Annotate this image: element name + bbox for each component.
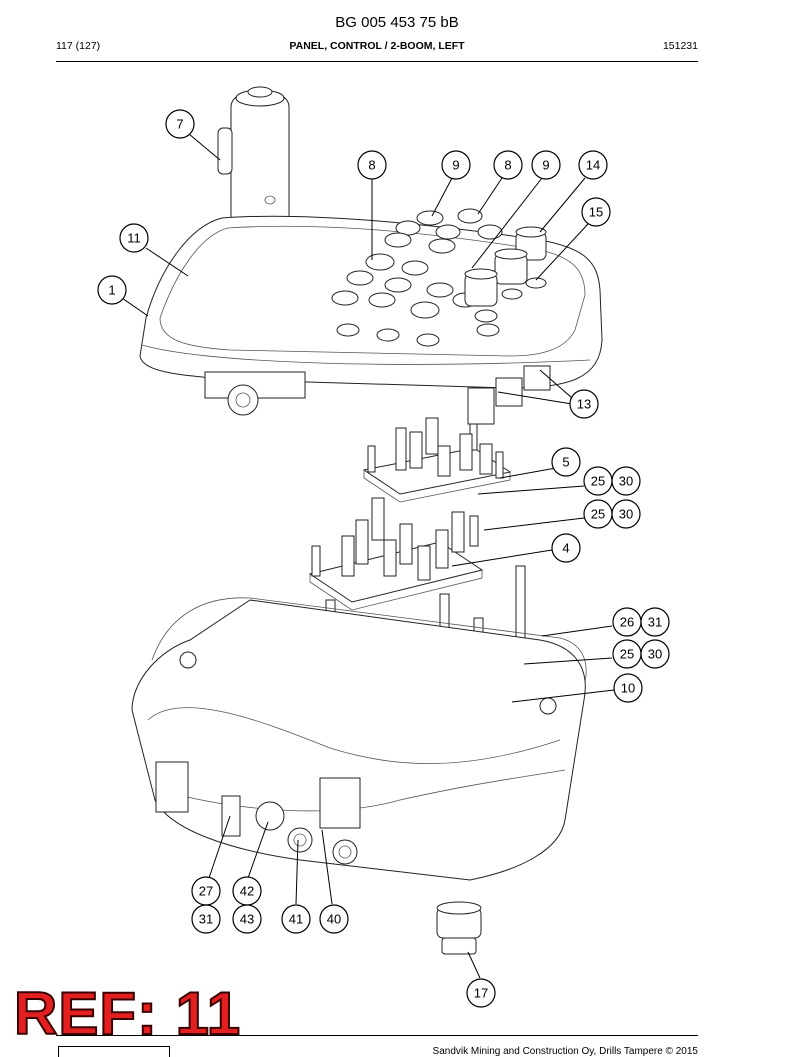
svg-text:30: 30 xyxy=(648,647,662,662)
callout-7: 7 xyxy=(165,109,195,139)
callout-4: 4 xyxy=(551,533,581,563)
callout-43: 43 xyxy=(232,904,262,934)
control-panel-body xyxy=(139,208,603,425)
callout-25: 25 xyxy=(612,639,642,669)
svg-text:8: 8 xyxy=(504,158,511,173)
svg-text:13: 13 xyxy=(577,397,591,412)
callout-5: 5 xyxy=(551,447,581,477)
svg-text:25: 25 xyxy=(620,647,634,662)
callout-14: 14 xyxy=(578,150,608,180)
svg-text:30: 30 xyxy=(619,474,633,489)
svg-text:4: 4 xyxy=(562,541,569,556)
callout-1: 1 xyxy=(97,275,127,305)
callout-13: 13 xyxy=(569,389,599,419)
base-housing xyxy=(131,597,587,881)
svg-text:25: 25 xyxy=(591,474,605,489)
svg-text:9: 9 xyxy=(542,158,549,173)
footer-copyright: Sandvik Mining and Construction Oy, Dril… xyxy=(432,1046,698,1057)
svg-text:25: 25 xyxy=(591,507,605,522)
callout-8: 8 xyxy=(493,150,523,180)
svg-text:7: 7 xyxy=(176,117,183,132)
svg-text:41: 41 xyxy=(289,912,303,927)
svg-text:1: 1 xyxy=(108,283,115,298)
svg-text:8: 8 xyxy=(368,158,375,173)
page-title: PANEL, CONTROL / 2-BOOM, LEFT xyxy=(289,40,465,52)
page-number: 117 (127) xyxy=(56,40,101,52)
callout-25: 25 xyxy=(583,466,613,496)
svg-text:40: 40 xyxy=(327,912,341,927)
push-button-cluster xyxy=(331,208,503,319)
header-rule xyxy=(56,61,698,62)
company-logo xyxy=(58,1046,170,1057)
callout-17: 17 xyxy=(466,978,496,1008)
rotary-knobs xyxy=(464,226,547,323)
callout-8: 8 xyxy=(357,150,387,180)
svg-text:15: 15 xyxy=(589,205,603,220)
callout-25: 25 xyxy=(583,499,613,529)
callout-42: 42 xyxy=(232,876,262,906)
svg-text:9: 9 xyxy=(452,158,459,173)
svg-text:43: 43 xyxy=(240,912,254,927)
cable-gland xyxy=(436,901,482,955)
svg-text:30: 30 xyxy=(619,507,633,522)
svg-text:42: 42 xyxy=(240,884,254,899)
circuit-board-upper xyxy=(362,417,512,503)
svg-text:26: 26 xyxy=(620,615,634,630)
callout-15: 15 xyxy=(581,197,611,227)
svg-text:11: 11 xyxy=(127,231,141,246)
callout-30: 30 xyxy=(611,499,641,529)
callout-27: 27 xyxy=(191,876,221,906)
svg-text:5: 5 xyxy=(562,455,569,470)
callout-41: 41 xyxy=(281,904,311,934)
header-row: 117 (127) PANEL, CONTROL / 2-BOOM, LEFT … xyxy=(56,40,698,56)
svg-text:31: 31 xyxy=(199,912,213,927)
callout-30: 30 xyxy=(611,466,641,496)
svg-text:31: 31 xyxy=(648,615,662,630)
callout-31: 31 xyxy=(191,904,221,934)
date-code: 151231 xyxy=(662,40,698,52)
svg-text:10: 10 xyxy=(621,681,635,696)
svg-text:17: 17 xyxy=(474,986,488,1001)
leader-lines xyxy=(121,133,615,979)
callout-31: 31 xyxy=(640,607,670,637)
callout-9: 9 xyxy=(531,150,561,180)
callout-10: 10 xyxy=(613,673,643,703)
callout-11: 11 xyxy=(119,223,149,253)
callout-30: 30 xyxy=(640,639,670,669)
callout-26: 26 xyxy=(612,607,642,637)
callout-9: 9 xyxy=(441,150,471,180)
callout-40: 40 xyxy=(319,904,349,934)
circuit-board-lower xyxy=(308,497,484,611)
svg-text:14: 14 xyxy=(586,158,600,173)
svg-text:27: 27 xyxy=(199,884,213,899)
footer-rule xyxy=(56,1035,698,1036)
document-code: BG 005 453 75 bB xyxy=(335,14,459,31)
reference-stamp: REF: 11 xyxy=(13,980,242,1047)
